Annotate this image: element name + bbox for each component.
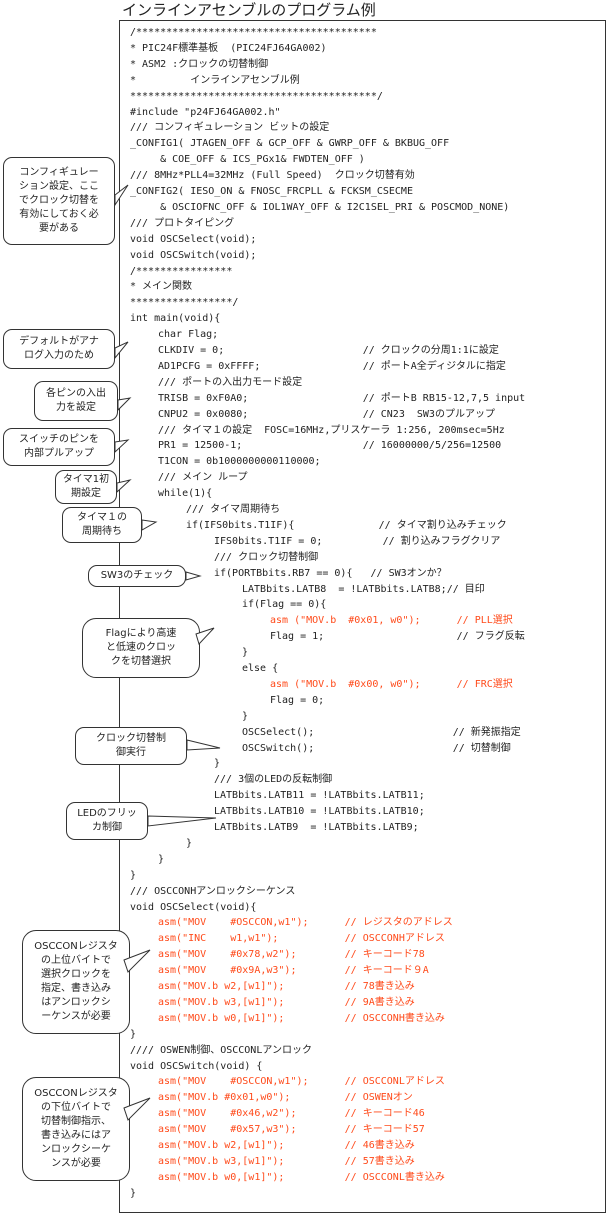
- code-line: }: [130, 1028, 137, 1040]
- code-line: void OSCSwitch(void);: [130, 249, 257, 261]
- code-line: int main(void){: [130, 313, 221, 325]
- code-line: & COE_OFF & ICS_PGx1& FWDTEN_OFF ): [130, 154, 365, 166]
- code-line: asm("MOV.b w0,[w1]"); // OSCCONH書き込み: [158, 1012, 445, 1024]
- code-line: }: [242, 647, 249, 659]
- code-line: Flag = 0;: [270, 694, 325, 706]
- code-line: }: [158, 853, 165, 865]
- code-line: /// タイマ周期待ち: [186, 504, 281, 515]
- code-line: if(IFS0bits.T1IF){ // タイマ割り込みチェック: [186, 519, 507, 531]
- note-timer-init: タイマ1初 期設定: [55, 470, 117, 504]
- code-line: asm("MOV #OSCCON,w1"); // OSCCONLアドレス: [158, 1076, 445, 1088]
- code-line: asm("MOV.b w3,[w1]"); // 9A書き込み: [158, 996, 415, 1008]
- code-line: /// OSCCONHアンロックシーケンス: [130, 885, 296, 897]
- note-pin-io: 各ピンの入出 力を設定: [34, 381, 118, 421]
- code-line: asm("MOV.b w0,[w1]"); // OSCCONL書き込み: [158, 1171, 445, 1183]
- code-line: /// プロトタイピング: [130, 217, 235, 229]
- code-line: /// コンフィギュレーション ビットの設定: [130, 122, 330, 134]
- code-line: _CONFIG1( JTAGEN_OFF & GCP_OFF & GWRP_OF…: [130, 138, 450, 150]
- code-line: }: [130, 1187, 137, 1199]
- code-line: /// 3個のLEDの反転制御: [214, 774, 333, 786]
- note-led-flicker: LEDのフリッ カ制御: [66, 802, 148, 840]
- code-line: PR1 = 12500-1; // 16000000/5/256=12500: [158, 440, 502, 452]
- note-analog-default: デフォルトがアナ ログ入力のため: [3, 329, 115, 369]
- code-line: CLKDIV = 0; // クロックの分周1:1に設定: [158, 345, 499, 356]
- code-line: LATBbits.LATB9 = !LATBbits.LATB9;: [214, 822, 419, 833]
- code-line: while(1){: [158, 488, 213, 500]
- code-line: #include "p24FJ64GA002.h": [130, 106, 281, 118]
- code-line: asm("MOV #OSCCON,w1"); // レジスタのアドレス: [158, 917, 453, 929]
- code-line: TRISB = 0xF0A0; // ポートB RB15-12,7,5 inpu…: [158, 392, 526, 404]
- code-line: IFS0bits.T1IF = 0; // 割り込みフラグクリア: [214, 535, 501, 547]
- code-line: asm("MOV.b #0x01,w0"); // OSWENオン: [158, 1092, 413, 1104]
- code-line: T1CON = 0b1000000000110000;: [158, 456, 321, 468]
- code-line: OSCSelect(); // 新発振指定: [242, 726, 521, 738]
- code-line: asm("MOV.b w2,[w1]"); // 78書き込み: [158, 981, 415, 992]
- code-line: * ASM2 :クロックの切替制御: [130, 58, 269, 70]
- code-line: /// 8MHz*PLL4=32MHz (Full Speed) クロック切替有…: [130, 170, 415, 182]
- code-line: if(PORTBbits.RB7 == 0){ // SW3オンか？: [214, 567, 447, 579]
- code-line: OSCSwitch(); // 切替制御: [242, 742, 511, 754]
- code-line: asm("MOV #0x57,w3"); // キーコード57: [158, 1124, 425, 1136]
- code-listing: /**************** ***********************…: [119, 20, 606, 1213]
- code-line: asm("MOV #0x9A,w3"); // キーコード９A: [158, 965, 429, 977]
- code-line: else {: [242, 663, 279, 674]
- code-line: /// タイマ１の設定 FOSC=16MHz,プリスケーラ 1:256, 200…: [158, 424, 505, 436]
- code-line: AD1PCFG = 0xFFFF; // ポートA全ディジタルに指定: [158, 360, 506, 372]
- code-line: void OSCSwitch(void) {: [130, 1060, 263, 1072]
- code-line: asm ("MOV.b #0x00, w0"); // FRC選択: [270, 678, 513, 690]
- code-line: /// クロック切替制御: [214, 551, 319, 563]
- code-line: & OSCIOFNC_OFF & IOL1WAY_OFF & I2C1SEL_P…: [130, 201, 510, 213]
- code-line: asm("INC w1,w1"); // OSCCONHアドレス: [158, 933, 445, 945]
- code-line: if(Flag == 0){: [242, 599, 327, 611]
- code-line: * インラインアセンブル例: [130, 74, 300, 86]
- code-line: void OSCSelect(void);: [130, 233, 257, 245]
- note-clock-switch: クロック切替制 御実行: [75, 727, 187, 765]
- code-line: CNPU2 = 0x0080; // CN23 SW3のプルアップ: [158, 408, 495, 420]
- code-line: LATBbits.LATB11 = !LATBbits.LATB11;: [214, 790, 425, 802]
- code-line: asm("MOV #0x78,w2"); // キーコード78: [158, 949, 425, 961]
- code-line: asm("MOV #0x46,w2"); // キーコード46: [158, 1108, 425, 1120]
- code-line: }: [186, 837, 193, 849]
- code-line: void OSCSelect(void){: [130, 901, 257, 913]
- code-line: /****************: [130, 265, 233, 277]
- code-line: LATBbits.LATB8 = !LATBbits.LATB8;// 目印: [242, 583, 485, 595]
- code-line: /// ポートの入出力モード設定: [158, 376, 303, 388]
- code-line: asm("MOV.b w3,[w1]"); // 57書き込み: [158, 1155, 415, 1167]
- code-line: }: [214, 758, 221, 770]
- note-oscconh: OSCCONレジスタ の上位バイトで 選択クロックを 指定、書き込み はアンロッ…: [22, 930, 130, 1034]
- note-timer-wait: タイマ１の 周期待ち: [62, 507, 142, 543]
- note-config: コンフィギュレー ション設定、ここ でクロック切替を 有効にしておく必 要がある: [3, 157, 115, 245]
- code-line: char Flag;: [158, 329, 219, 341]
- code-line: ****************************************…: [130, 90, 383, 102]
- code-line: LATBbits.LATB10 = !LATBbits.LATB10;: [214, 806, 425, 818]
- code-line: //// OSWEN制御、OSCCONLアンロック: [130, 1044, 312, 1056]
- code-line: }: [130, 869, 137, 881]
- note-oscconl: OSCCONレジスタ の下位バイトで 切替制御指示、 書き込みにはア ンロックシ…: [22, 1077, 130, 1181]
- code-line: _CONFIG2( IESO_ON & FNOSC_FRCPLL & FCKSM…: [130, 186, 413, 197]
- code-line: /***************************************…: [130, 27, 377, 38]
- page-title: インラインアセンブルのプログラム例: [122, 1, 376, 19]
- code-line: asm("MOV.b w2,[w1]"); // 46書き込み: [158, 1140, 415, 1151]
- code-line: *****************/: [130, 297, 239, 309]
- code-line: asm ("MOV.b #0x01, w0"); // PLL選択: [270, 615, 513, 627]
- note-sw3-check: SW3のチェック: [88, 565, 186, 587]
- code-line: Flag = 1; // フラグ反転: [270, 631, 525, 643]
- code-line: /// メイン ループ: [158, 472, 248, 484]
- note-pullup: スイッチのピンを 内部プルアップ: [3, 428, 115, 466]
- note-flag-select: Flagにより高速 と低速のクロッ クを切替選択: [82, 618, 200, 678]
- code-line: * PIC24F標準基板 (PIC24FJ64GA002): [130, 42, 327, 54]
- code-line: }: [242, 710, 249, 722]
- code-line: * メイン関数: [130, 281, 193, 293]
